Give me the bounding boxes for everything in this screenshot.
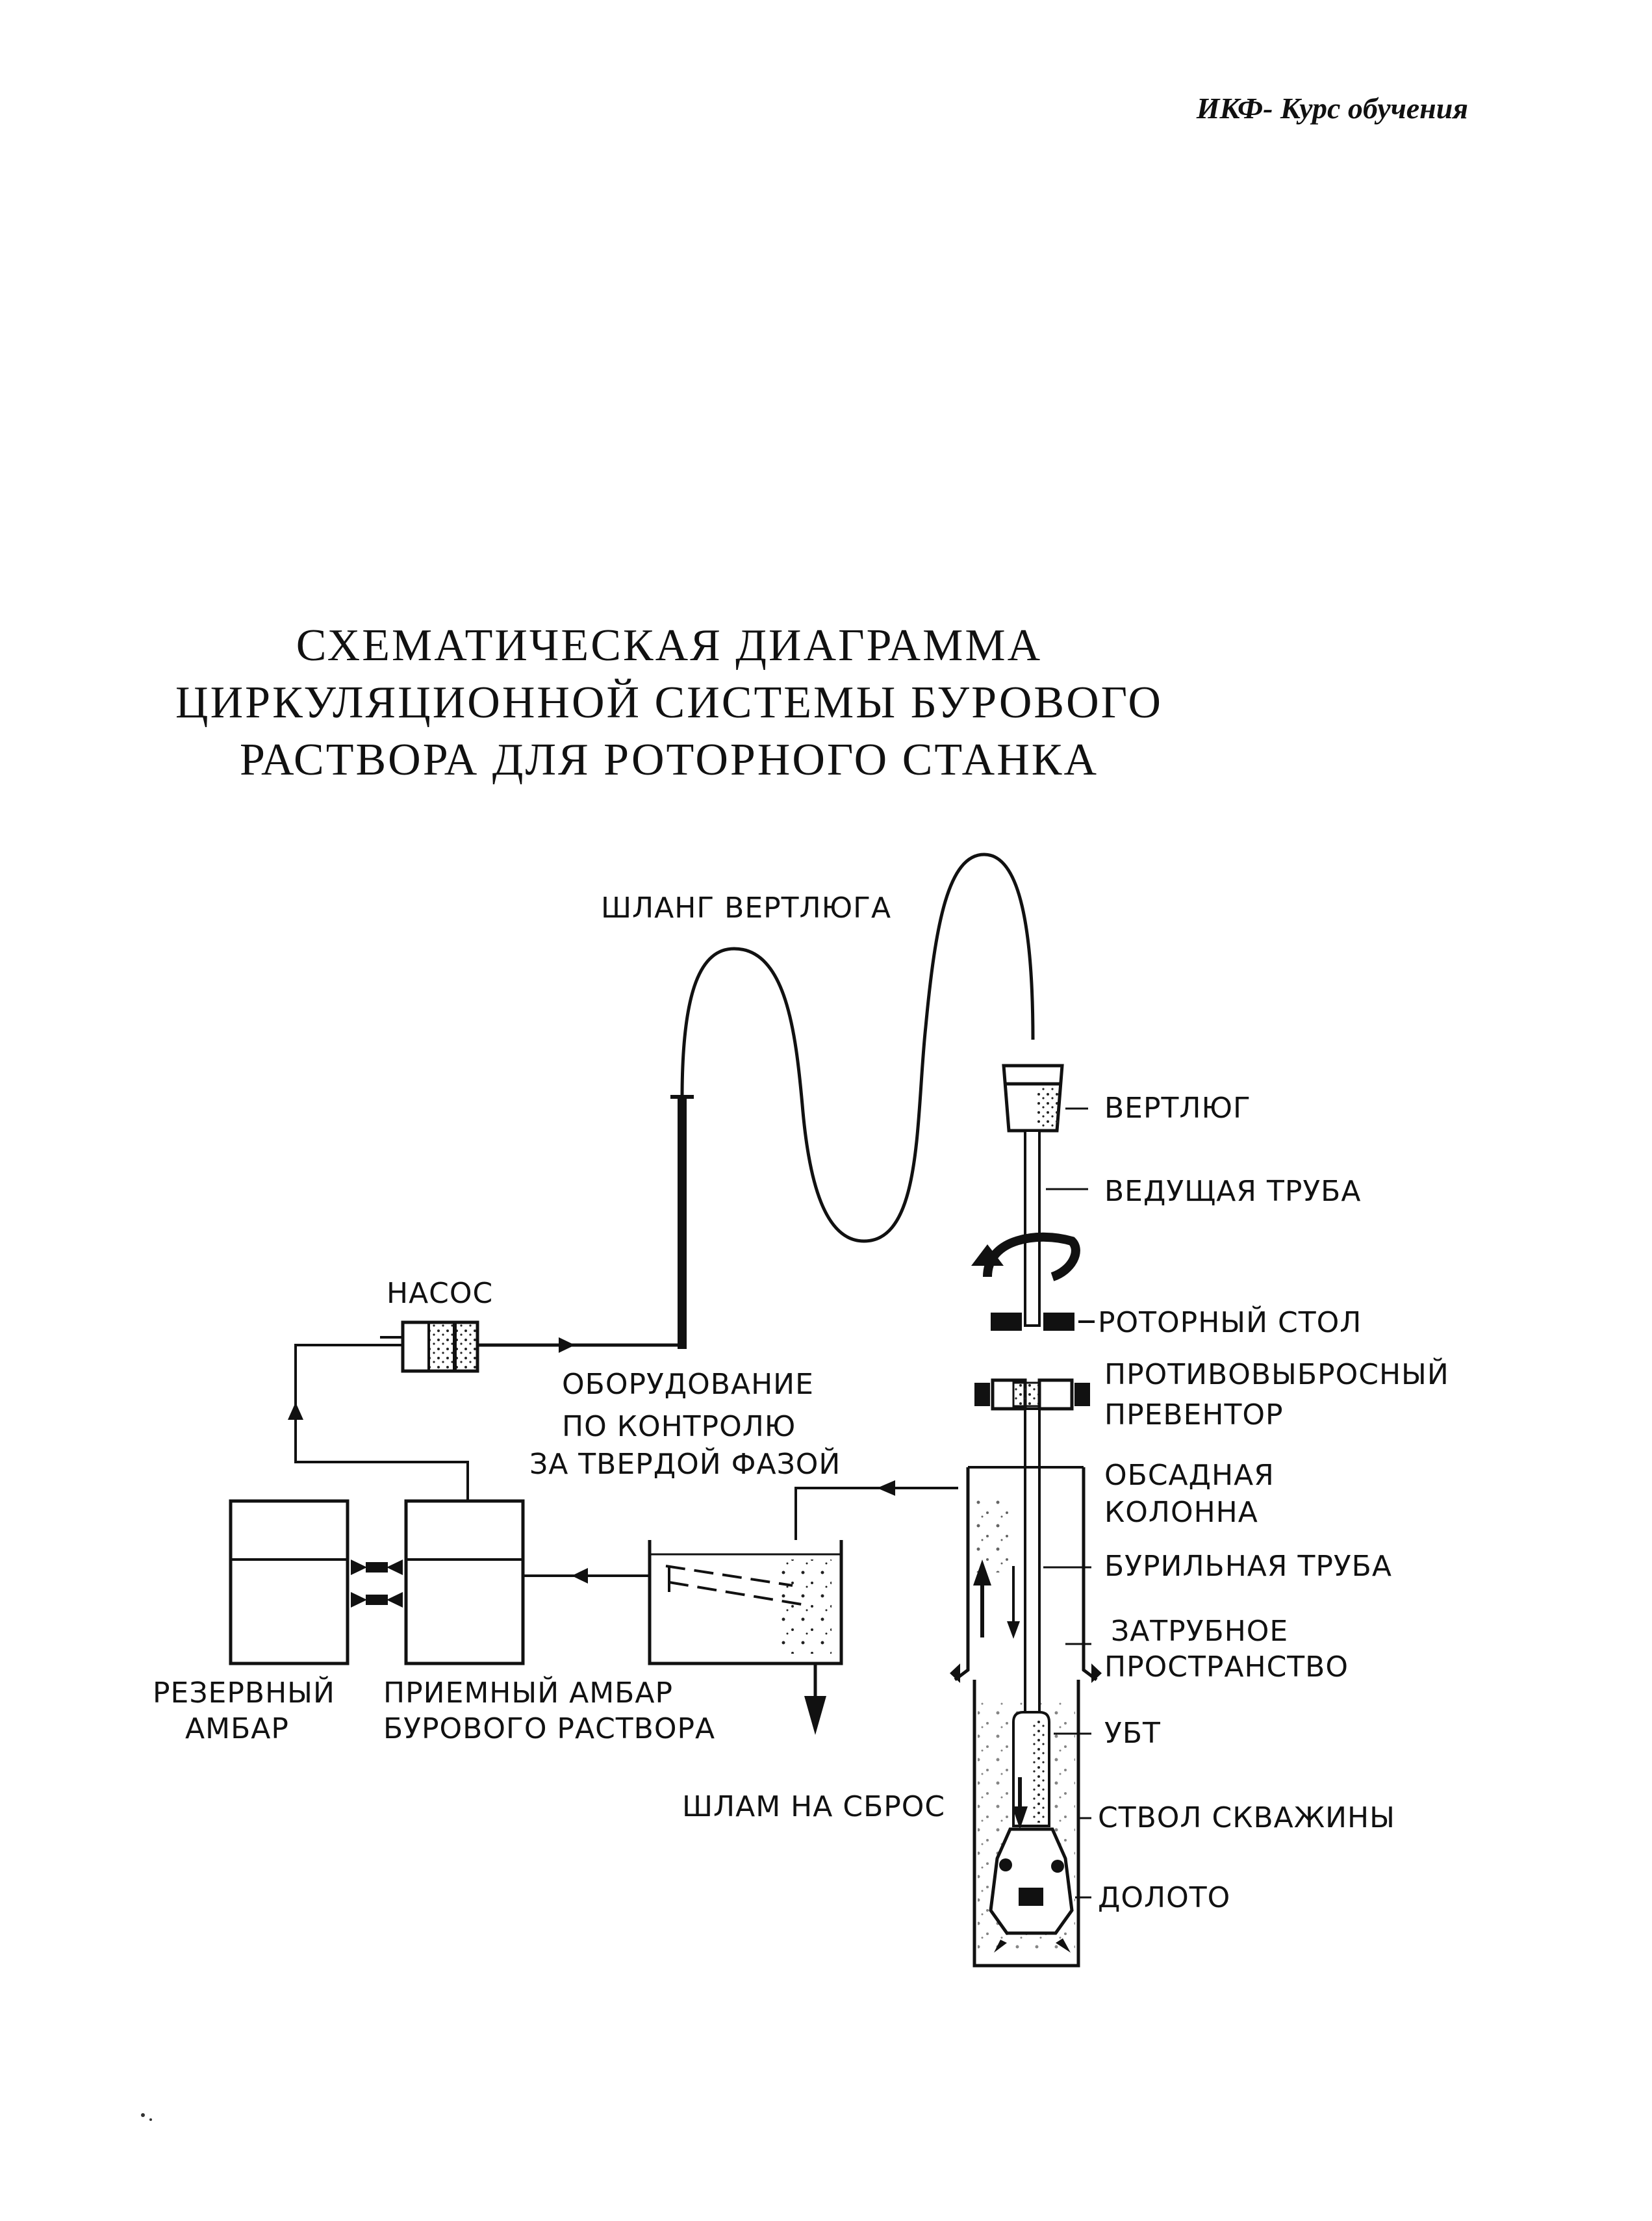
reserve-pit-label-2: АМБАР	[185, 1712, 289, 1745]
swivel-hose-label: ШЛАНГ ВЕРТЛЮГА	[601, 892, 891, 925]
annulus-label-1: ЗАТРУБНОЕ	[1111, 1615, 1288, 1648]
course-header: ИКФ- Курс обучения	[1196, 92, 1468, 125]
drill-pipe	[1024, 1407, 1041, 1715]
annulus-label-2: ПРОСТРАНСТВО	[1104, 1650, 1349, 1684]
annulus-up-arrow	[973, 1560, 991, 1586]
casing-label-2: КОЛОННА	[1104, 1496, 1258, 1529]
suction-arrow	[288, 1402, 303, 1420]
pipe-down-arrow	[1007, 1621, 1020, 1639]
kelly-label: ВЕДУЩАЯ ТРУБА	[1104, 1175, 1361, 1208]
rotary-table-label: РОТОРНЫЙ СТОЛ	[1098, 1305, 1362, 1339]
diagram-title: СХЕМАТИЧЕСКАЯ ДИАГРАММА ЦИРКУЛЯЦИОННОЙ С…	[130, 617, 1208, 789]
swivel-label: ВЕРТЛЮГ	[1104, 1092, 1251, 1125]
solids-label-3: ЗА ТВЕРДОЙ ФАЗОЙ	[529, 1446, 841, 1481]
solids-label-1: ОБОРУДОВАНИЕ	[562, 1368, 814, 1401]
bop-label-2: ПРЕВЕНТОР	[1104, 1398, 1284, 1431]
drill-pipe-label: БУРИЛЬНАЯ ТРУБА	[1104, 1550, 1392, 1583]
collars-label: УБТ	[1104, 1717, 1161, 1750]
reserve-pit-label-1: РЕЗЕРВНЫЙ	[153, 1675, 335, 1710]
casing	[950, 1466, 1102, 1683]
solids-label-2: ПО КОНТРОЛЮ	[562, 1410, 796, 1443]
flow-line-arrow	[877, 1480, 895, 1496]
drill-collars	[1012, 1711, 1050, 1829]
flow-line	[794, 1487, 958, 1540]
swivel-hose	[680, 853, 1035, 1243]
pit-valves	[351, 1560, 403, 1608]
cuttings-arrow	[804, 1696, 826, 1735]
title-line-2: ЦИРКУЛЯЦИОННОЙ СИСТЕМЫ БУРОВОГО	[175, 678, 1163, 728]
solids-control-tank	[648, 1540, 843, 1665]
scan-speck	[141, 2113, 145, 2117]
annulus-cuttings	[974, 1495, 1013, 1573]
suction-pit	[404, 1499, 525, 1665]
bit-label: ДОЛОТО	[1098, 1881, 1230, 1914]
borehole-wall	[972, 1680, 1080, 1968]
borehole-label: СТВОЛ СКВАЖИНЫ	[1098, 1801, 1395, 1834]
kelly	[1024, 1129, 1041, 1327]
pump-label: НАСОС	[387, 1277, 493, 1310]
blowout-preventer	[974, 1378, 1090, 1411]
cuttings-label: ШЛАМ НА СБРОС	[682, 1790, 945, 1823]
reserve-pit	[229, 1499, 349, 1665]
title-line-1: СХЕМАТИЧЕСКАЯ ДИАГРАММА	[296, 621, 1043, 671]
title-line-3: РАСТВОРА ДЛЯ РОТОРНОГО СТАНКА	[239, 735, 1099, 785]
scan-speck	[149, 2118, 152, 2121]
rotary-table	[991, 1313, 1074, 1331]
discharge-arrow	[559, 1337, 575, 1353]
pump	[380, 1320, 479, 1373]
suction-pit-label-1: ПРИЕМНЫЙ АМБАР	[383, 1675, 673, 1710]
return-to-pit-arrow	[572, 1568, 588, 1584]
bop-label-1: ПРОТИВОВЫБРОСНЫЙ	[1104, 1357, 1449, 1391]
suction-pit-label-2: БУРОВОГО РАСТВОРА	[383, 1712, 715, 1745]
casing-label-1: ОБСАДНАЯ	[1104, 1459, 1275, 1492]
rotation-arrowhead	[971, 1244, 1004, 1266]
drill-bit	[989, 1827, 1074, 1953]
swivel	[1002, 1064, 1064, 1133]
rotation-arrow	[983, 1232, 1080, 1281]
